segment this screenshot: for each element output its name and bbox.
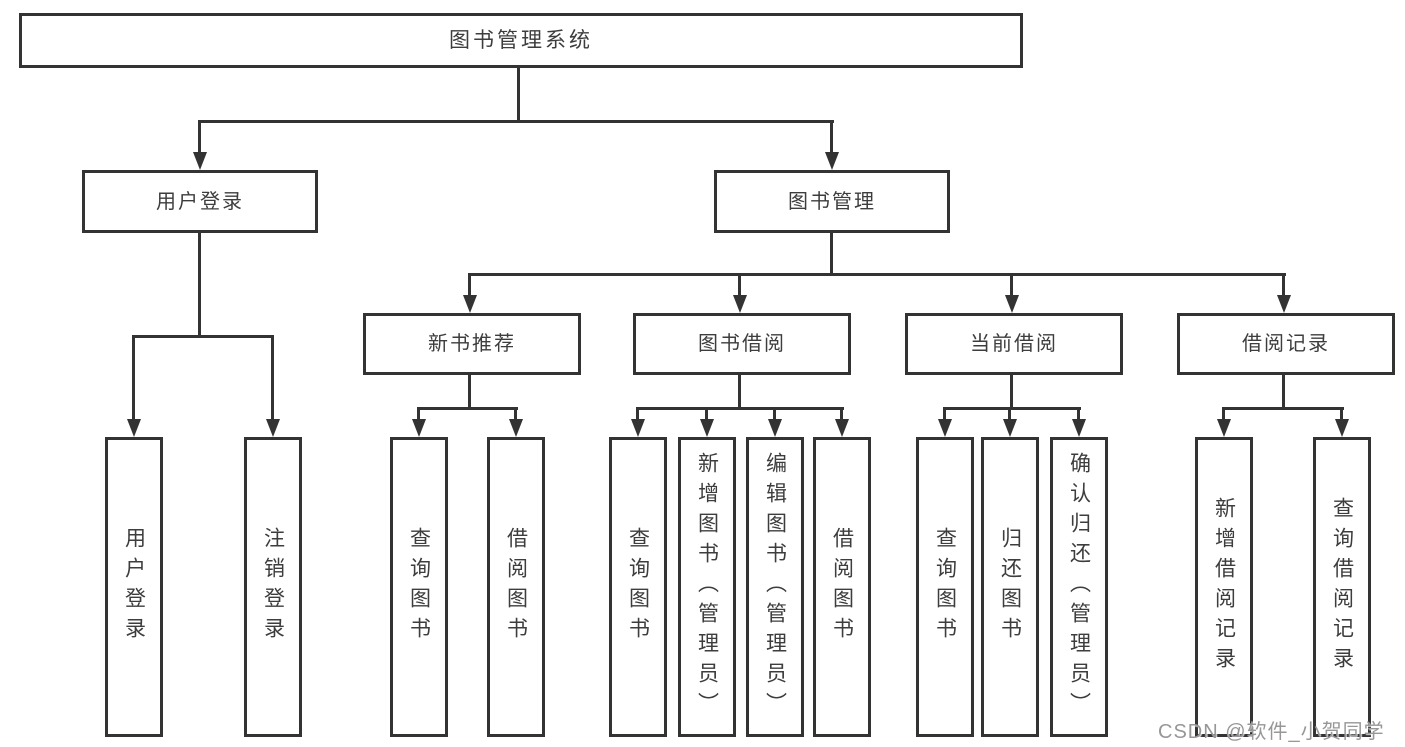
arrow-down-icon [1335,419,1349,437]
leaf-current-confirm-return-admin-label: 确认归还（管理员） [1067,452,1091,722]
node-user-login: 用户登录 [82,170,318,233]
leaf-current-return-books-label: 归还图书 [998,527,1022,647]
leaf-logout-label: 注销登录 [261,527,285,647]
connector-stem-leaf-logout [271,335,274,421]
leaf-borrow-edit-books-admin: 编辑图书（管理员） [746,437,804,737]
connector-book-management-spread [468,273,1286,276]
leaf-borrow-edit-books-admin-label: 编辑图书（管理员） [763,452,787,722]
arrow-down-icon [1072,419,1086,437]
leaf-records-add-record: 新增借阅记录 [1195,437,1253,737]
connector-stem-leaf [705,407,708,421]
arrow-down-icon [1277,295,1291,313]
leaf-logout: 注销登录 [244,437,302,737]
connector-stem-leaf [636,407,639,421]
connector-stem-leaf-user-login [132,335,135,421]
node-library-management-system: 图书管理系统 [19,13,1023,68]
connector-recommend-trunk [468,373,471,409]
connector-stem-leaf [1008,407,1011,421]
leaf-records-add-record-label: 新增借阅记录 [1212,497,1236,677]
arrow-down-icon [1005,295,1019,313]
connector-stem-new-book-recommend [468,273,471,298]
node-book-management-label: 图书管理 [788,190,876,213]
arrow-down-icon [127,419,141,437]
arrow-down-icon [1217,419,1231,437]
arrow-down-icon [835,419,849,437]
arrow-down-icon [463,295,477,313]
leaf-recommend-borrow-books-label: 借阅图书 [504,527,528,647]
connector-records-spread [1222,407,1344,410]
arrow-down-icon [733,295,747,313]
arrow-down-icon [193,152,207,170]
connector-user-login-spread [132,335,274,338]
node-borrow-records-label: 借阅记录 [1242,333,1330,355]
leaf-borrow-borrow-books: 借阅图书 [813,437,871,737]
connector-user-login-trunk [198,233,201,337]
connector-root-spread [198,120,834,123]
connector-stem-leaf [773,407,776,421]
connector-records-trunk [1282,373,1285,409]
connector-stem-book-management [830,120,833,153]
connector-current-spread [943,407,1081,410]
arrow-down-icon [1003,419,1017,437]
connector-current-trunk [1010,373,1013,409]
leaf-user-login-label: 用户登录 [122,527,146,647]
node-book-borrow: 图书借阅 [633,313,851,375]
leaf-current-return-books: 归还图书 [981,437,1039,737]
connector-borrow-spread [636,407,844,410]
arrow-down-icon [825,152,839,170]
connector-borrow-trunk [738,373,741,409]
node-book-borrow-label: 图书借阅 [698,333,786,355]
arrow-down-icon [266,419,280,437]
leaf-borrow-add-books-admin-label: 新增图书（管理员） [695,452,719,722]
node-current-borrow: 当前借阅 [905,313,1123,375]
csdn-watermark: CSDN @软件_小贺同学 [1158,721,1385,743]
node-user-login-label: 用户登录 [156,190,244,213]
arrow-down-icon [631,419,645,437]
leaf-recommend-borrow-books: 借阅图书 [487,437,545,737]
node-borrow-records: 借阅记录 [1177,313,1395,375]
node-library-management-system-label: 图书管理系统 [449,29,593,52]
arrow-down-icon [509,419,523,437]
leaf-borrow-borrow-books-label: 借阅图书 [830,527,854,647]
leaf-borrow-query-books-label: 查询图书 [626,527,650,647]
leaf-current-query-books: 查询图书 [916,437,974,737]
leaf-borrow-add-books-admin: 新增图书（管理员） [678,437,736,737]
node-new-book-recommend-label: 新书推荐 [428,333,516,355]
leaf-user-login: 用户登录 [105,437,163,737]
leaf-recommend-query-books: 查询图书 [390,437,448,737]
connector-root-trunk [517,68,520,123]
node-current-borrow-label: 当前借阅 [970,333,1058,355]
connector-stem-user-login [198,120,201,153]
connector-stem-book-borrow [738,273,741,298]
leaf-records-query-record-label: 查询借阅记录 [1330,497,1354,677]
leaf-recommend-query-books-label: 查询图书 [407,527,431,647]
connector-recommend-spread [417,407,518,410]
arrow-down-icon [768,419,782,437]
connector-stem-borrow-records [1282,273,1285,298]
leaf-borrow-query-books: 查询图书 [609,437,667,737]
arrow-down-icon [938,419,952,437]
connector-stem-leaf [1222,407,1225,421]
connector-stem-leaf [840,407,843,421]
leaf-current-confirm-return-admin: 确认归还（管理员） [1050,437,1108,737]
leaf-current-query-books-label: 查询图书 [933,527,957,647]
connector-stem-leaf [514,407,517,421]
arrow-down-icon [700,419,714,437]
connector-stem-leaf [943,407,946,421]
connector-stem-current-borrow [1010,273,1013,298]
arrow-down-icon [412,419,426,437]
node-new-book-recommend: 新书推荐 [363,313,581,375]
connector-book-management-trunk [830,233,833,276]
leaf-records-query-record: 查询借阅记录 [1313,437,1371,737]
connector-stem-leaf [1077,407,1080,421]
node-book-management: 图书管理 [714,170,950,233]
connector-stem-leaf [417,407,420,421]
connector-stem-leaf [1340,407,1343,421]
